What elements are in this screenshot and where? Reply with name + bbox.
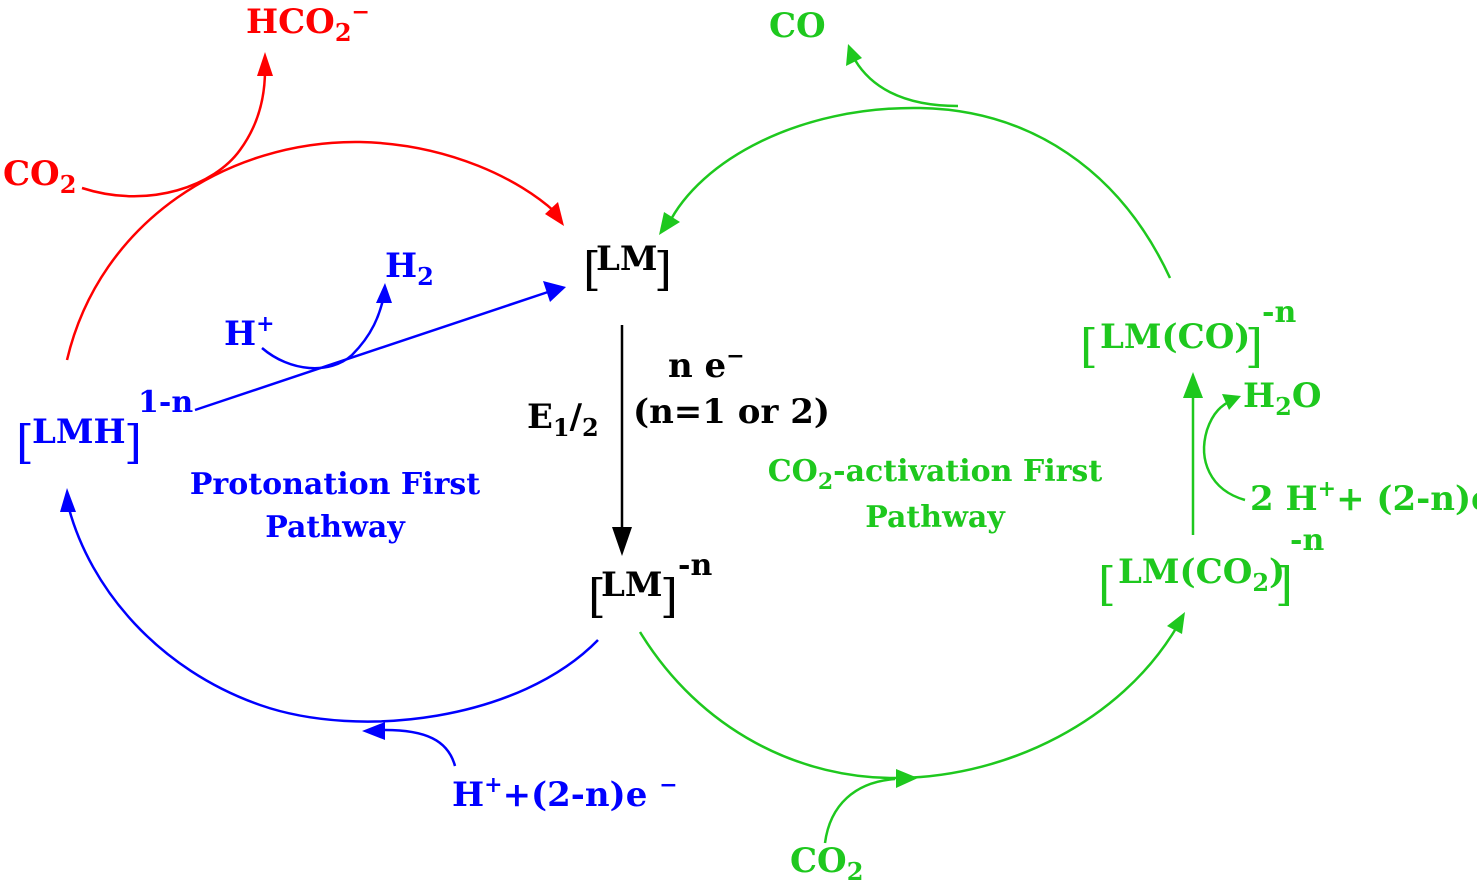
co2-to-hco2-curve [81,52,273,198]
co2-activation-pathway-line2: Pathway [865,500,1006,535]
species-lm: [ LM ] [583,239,672,296]
h-plus-to-h2-curve [261,283,392,370]
co2-bottom-curve [823,769,918,844]
lm-reduced-to-lmh-arc [60,488,599,723]
h-e-blue-curve [362,722,457,767]
bracket-left: [ [16,415,34,469]
species-lmh: [ LMH ] 1-n [16,385,193,469]
species-lm-co-label: LM(CO) [1100,317,1250,357]
reagent-hco2: HCO2− [246,0,370,47]
lm-co-to-lm-arc [659,106,1172,279]
reagent-co2-red: CO2 [3,154,76,199]
species-lmh-label: LMH [32,412,126,452]
bracket-left: [ [583,242,601,296]
bracket-right: ] [660,569,678,623]
bracket-right: ] [1275,557,1293,611]
species-lm-co2-label: LM(CO2) [1118,552,1285,597]
bracket-left: [ [1080,319,1098,373]
reagent-co2-bottom: CO2 [790,841,863,886]
reagent-h2o: H2O [1243,376,1321,421]
reagent-h-plus: H+ [224,311,275,354]
reduction-electrons: n e− [668,343,745,386]
bracket-left: [ [588,569,606,623]
species-lm-reduced-label: LM [601,565,663,605]
reagent-h-e-blue: H++(2-n)e − [452,772,678,815]
reduction-condition: (n=1 or 2) [633,392,830,432]
species-lm-reduced-charge: -n [678,548,712,583]
bracket-right: ] [654,242,672,296]
protonation-pathway-line1: Protonation First [190,467,480,502]
reduction-arrow [612,325,632,556]
co-top-curve [846,44,959,108]
species-lm-reduced: [ LM ] -n [588,548,712,623]
lmh-to-lm-arrow [194,281,566,412]
reduction-potential: E1/2 [527,397,599,442]
species-lmh-charge: 1-n [138,385,193,420]
bracket-right: ] [124,415,142,469]
species-lm-co2: [ LM(CO2) ] -n [1098,523,1324,611]
lmh-to-lm-red-arc [65,140,564,361]
reagent-co-top: CO [769,6,826,46]
bracket-right: ] [1245,319,1263,373]
protonation-pathway-line2: Pathway [265,510,406,545]
species-lm-co: [ LM(CO) ] -n [1080,295,1296,373]
species-lm-co-charge: -n [1262,295,1296,330]
h2o-side-curve [1202,394,1246,502]
reagent-h2: H2 [385,246,434,291]
co2-activation-pathway-line1: CO2-activation First [768,454,1103,495]
bracket-left: [ [1098,557,1116,611]
species-lm-co2-charge: -n [1290,523,1324,558]
species-lm-label: LM [596,239,658,279]
reagent-two-h-e: 2 H++ (2-n)e− [1250,474,1477,519]
lm-co2-to-lm-co-arrow [1183,372,1203,535]
lm-reduced-to-lm-co2-arc [638,612,1185,780]
